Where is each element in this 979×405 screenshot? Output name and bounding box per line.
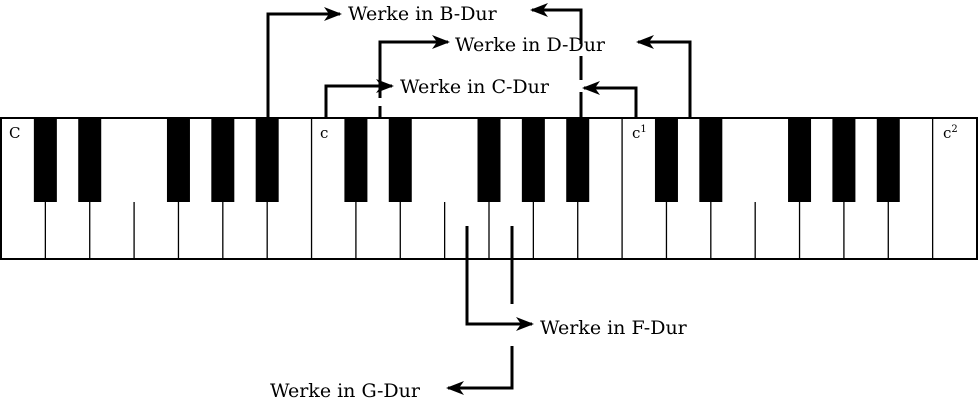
black-key	[211, 118, 235, 202]
f-dur-arrow	[465, 226, 534, 331]
c-dur-left-arrow	[324, 79, 394, 118]
octave-label-c2: c2	[943, 124, 958, 142]
black-key	[788, 118, 812, 202]
black-key	[521, 118, 545, 202]
range-arrows	[266, 3, 692, 395]
octave-label-c: c	[320, 124, 328, 142]
c-dur-right-arrow	[582, 81, 638, 118]
black-key	[876, 118, 900, 202]
label-d-dur: Werke in D-Dur	[455, 34, 606, 56]
black-key	[654, 118, 678, 202]
g-dur-arrow	[446, 346, 514, 395]
black-key	[78, 118, 102, 202]
octave-label-c1: c1	[632, 124, 647, 142]
octave-label-C: C	[9, 124, 20, 142]
b-dur-right-arrow	[530, 3, 583, 44]
d-dur-right-arrow	[636, 35, 692, 118]
label-g-dur: Werke in G-Dur	[270, 380, 421, 400]
octave-labels: C c c1 c2	[9, 124, 958, 142]
black-key	[166, 118, 190, 202]
black-key	[699, 118, 723, 202]
label-f-dur: Werke in F-Dur	[540, 317, 688, 339]
black-key	[33, 118, 57, 202]
piano-keyboard	[0, 117, 978, 260]
black-key	[255, 118, 279, 202]
black-key	[344, 118, 368, 202]
black-key	[477, 118, 501, 202]
range-labels: Werke in B-Dur Werke in D-Dur Werke in C…	[270, 3, 688, 402]
label-c-dur: Werke in C-Dur	[400, 76, 550, 98]
black-key	[566, 118, 590, 202]
b-dur-left-arrow	[266, 7, 342, 118]
label-b-dur: Werke in B-Dur	[348, 3, 498, 25]
black-keys	[33, 118, 900, 202]
black-key	[832, 118, 856, 202]
black-key	[388, 118, 412, 202]
